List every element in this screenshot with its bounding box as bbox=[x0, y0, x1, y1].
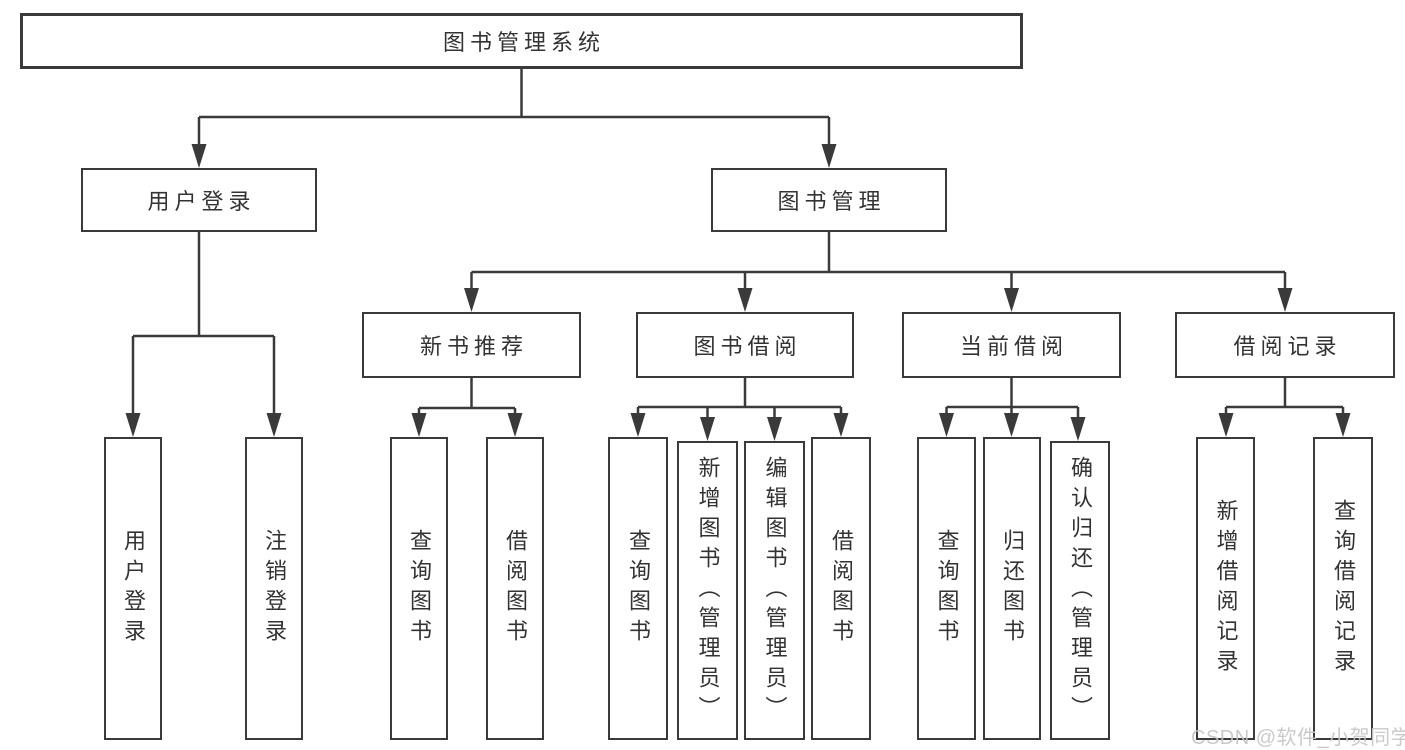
node-book-management-label: 图书管理 bbox=[777, 189, 886, 214]
arrowhead-icon bbox=[191, 144, 207, 168]
node-return-book-label: 归还图书 bbox=[1000, 528, 1025, 649]
arrowhead-icon bbox=[125, 413, 141, 437]
arrowhead-icon bbox=[1218, 413, 1234, 437]
node-return-book: 归还图书 bbox=[983, 437, 1041, 740]
node-current-borrowing: 当前借阅 bbox=[902, 312, 1121, 378]
node-book-borrowing-label: 图书借阅 bbox=[693, 334, 802, 359]
watermark: CSDN @软件_小贺同学 bbox=[1191, 727, 1405, 749]
node-borrow-books-recommend: 借阅图书 bbox=[486, 437, 544, 740]
arrowhead-icon bbox=[630, 413, 646, 437]
node-user-login: 用户登录 bbox=[81, 168, 317, 232]
node-query-books-current-label: 查询图书 bbox=[934, 528, 960, 649]
node-borrowing-records: 借阅记录 bbox=[1175, 312, 1395, 378]
arrowhead-icon bbox=[737, 288, 753, 312]
node-query-borrow-record: 查询借阅记录 bbox=[1313, 437, 1373, 740]
node-user-login-label: 用户登录 bbox=[147, 189, 256, 214]
arrowhead-icon bbox=[464, 288, 479, 312]
node-new-book-recommend-label: 新书推荐 bbox=[419, 334, 528, 359]
node-user-login-action: 用户登录 bbox=[104, 437, 162, 740]
arrowhead-icon bbox=[1070, 417, 1086, 441]
node-root: 图书管理系统 bbox=[20, 13, 1023, 69]
node-borrowing-records-label: 借阅记录 bbox=[1233, 334, 1342, 359]
arrowhead-icon bbox=[700, 417, 715, 441]
node-book-borrowing: 图书借阅 bbox=[636, 312, 854, 378]
arrowhead-icon bbox=[1335, 413, 1351, 437]
node-query-books-recommend: 查询图书 bbox=[390, 437, 448, 740]
node-borrow-books-recommend-label: 借阅图书 bbox=[503, 528, 528, 649]
arrowhead-icon bbox=[1004, 288, 1019, 312]
node-book-management: 图书管理 bbox=[711, 168, 947, 232]
arrowhead-icon bbox=[1277, 288, 1293, 312]
node-add-book-admin: 新增图书（管理员） bbox=[677, 441, 738, 740]
node-edit-book-admin: 编辑图书（管理员） bbox=[744, 441, 805, 740]
arrowhead-icon bbox=[767, 417, 782, 441]
node-query-books-current: 查询图书 bbox=[917, 437, 976, 740]
arrowhead-icon bbox=[266, 413, 282, 437]
node-query-borrow-record-label: 查询借阅记录 bbox=[1331, 498, 1356, 679]
node-current-borrowing-label: 当前借阅 bbox=[959, 334, 1068, 359]
arrowhead-icon bbox=[821, 144, 837, 168]
node-add-borrow-record-label: 新增借阅记录 bbox=[1213, 498, 1239, 679]
node-add-borrow-record: 新增借阅记录 bbox=[1196, 437, 1255, 740]
node-edit-book-admin-label: 编辑图书（管理员） bbox=[762, 455, 788, 726]
arrowhead-icon bbox=[507, 413, 523, 437]
node-user-login-action-label: 用户登录 bbox=[121, 528, 146, 649]
node-logout-action-label: 注销登录 bbox=[262, 528, 287, 649]
arrowhead-icon bbox=[1004, 413, 1019, 437]
node-add-book-admin-label: 新增图书（管理员） bbox=[695, 455, 721, 726]
node-root-label: 图书管理系统 bbox=[442, 30, 605, 55]
node-query-books-recommend-label: 查询图书 bbox=[407, 528, 432, 649]
node-query-books-borrow: 查询图书 bbox=[608, 437, 668, 740]
node-logout-action: 注销登录 bbox=[245, 437, 303, 740]
node-query-books-borrow-label: 查询图书 bbox=[626, 528, 651, 649]
node-borrow-books-borrow: 借阅图书 bbox=[811, 437, 871, 740]
node-confirm-return-admin-label: 确认归还（管理员） bbox=[1068, 455, 1093, 726]
arrowhead-icon bbox=[833, 413, 849, 437]
node-new-book-recommend: 新书推荐 bbox=[362, 312, 581, 378]
arrowhead-icon bbox=[939, 413, 954, 437]
arrowhead-icon bbox=[411, 413, 427, 437]
node-confirm-return-admin: 确认归还（管理员） bbox=[1050, 441, 1110, 740]
node-borrow-books-borrow-label: 借阅图书 bbox=[829, 528, 854, 649]
